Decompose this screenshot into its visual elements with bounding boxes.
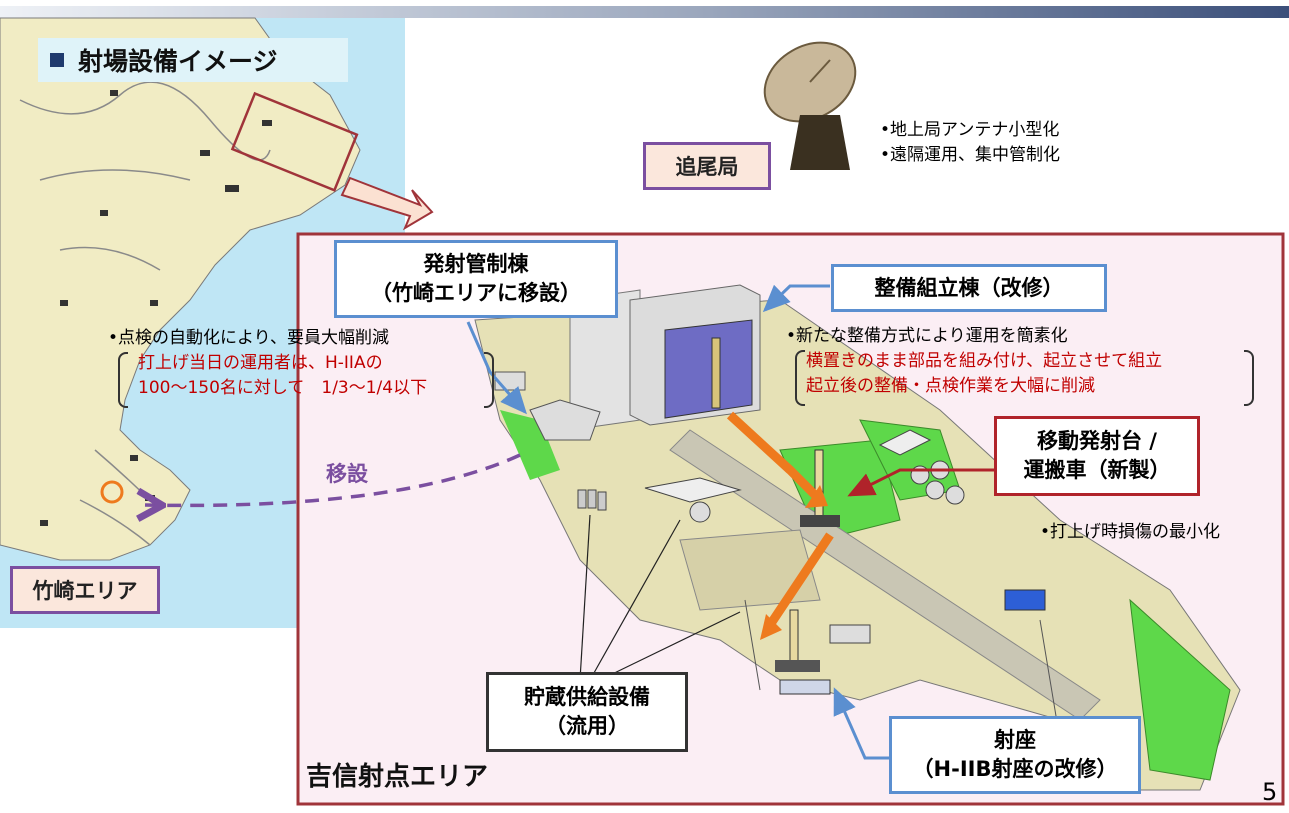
rocket-icons (744, 449, 1061, 741)
storage-pointer-lines (579, 514, 741, 681)
assembly-callout: 整備組立棟（改修） (831, 264, 1107, 312)
storage-callout: 貯蔵供給設備 （流用） (486, 672, 688, 752)
launch-control-title: 発射管制棟 (423, 252, 529, 276)
automation-bracket-left (118, 352, 128, 408)
transport-arrows (726, 411, 834, 640)
assembly-title: 整備組立棟（改修） (874, 275, 1064, 300)
mobile-launcher-subtitle: 運搬車（新製） (1023, 458, 1171, 482)
automation-note-red-2: 100～150名に対して 1/3～1/4以下 (138, 378, 428, 398)
assembly-bracket-left (795, 350, 805, 406)
assembly-note-red-1: 横置きのまま部品を組み付け、起立させて組立 (806, 351, 1163, 371)
page-number: 5 (1262, 778, 1278, 806)
mobile-launcher-callout: 移動発射台 / 運搬車（新製） (994, 416, 1200, 496)
automation-note: •点検の自動化により、要員大幅削減 打上げ当日の運用者は、H-IIAの 100～… (108, 326, 427, 401)
site-buildings (494, 371, 1046, 695)
relocation-label: 移設 (326, 462, 368, 486)
assembly-note-red-2: 起立後の整備・点検作業を大幅に削減 (806, 376, 1095, 396)
tracking-station-label: 追尾局 (675, 155, 739, 179)
launch-control-callout: 発射管制棟 （竹崎エリアに移設） (334, 240, 618, 318)
antenna-note-1: •地上局アンテナ小型化 (880, 120, 1060, 140)
launch-pad-title: 射座 (994, 728, 1036, 752)
launch-pad-callout: 射座 （H-IIB射座の改修） (889, 716, 1141, 794)
damage-note: •打上げ時損傷の最小化 (1040, 522, 1221, 542)
top-gradient-bar (0, 6, 1289, 18)
antenna-note-2: •遠隔運用、集中管制化 (880, 145, 1061, 165)
automation-bracket-right (484, 352, 494, 408)
antenna-notes: •地上局アンテナ小型化 •遠隔運用、集中管制化 (880, 118, 1060, 168)
automation-note-red-1: 打上げ当日の運用者は、H-IIAの (138, 353, 383, 373)
assembly-bracket-right (1244, 350, 1254, 406)
tracking-station-tag: 追尾局 (643, 142, 771, 190)
page-title: 射場設備イメージ (38, 38, 348, 82)
page-title-text: 射場設備イメージ (78, 47, 278, 76)
takesaki-area-tag: 竹崎エリア (10, 566, 160, 614)
automation-note-head: •点検の自動化により、要員大幅削減 (108, 328, 390, 348)
antenna-icon (763, 41, 857, 170)
storage-subtitle: （流用） (545, 714, 629, 738)
launch-pad-subtitle: （H-IIB射座の改修） (912, 757, 1118, 781)
assembly-note-head: •新たな整備方式により運用を簡素化 (786, 326, 1068, 346)
mobile-launcher-title: 移動発射台 / (1037, 429, 1157, 453)
yoshinobu-area-label: 吉信射点エリア (306, 762, 489, 792)
launch-control-subtitle: （竹崎エリアに移設） (371, 281, 581, 305)
assembly-note: •新たな整備方式により運用を簡素化 横置きのまま部品を組み付け、起立させて組立 … (786, 324, 1162, 399)
takesaki-area-label: 竹崎エリア (32, 579, 138, 603)
storage-title: 貯蔵供給設備 (524, 685, 650, 709)
bullet-square-icon (50, 53, 64, 67)
